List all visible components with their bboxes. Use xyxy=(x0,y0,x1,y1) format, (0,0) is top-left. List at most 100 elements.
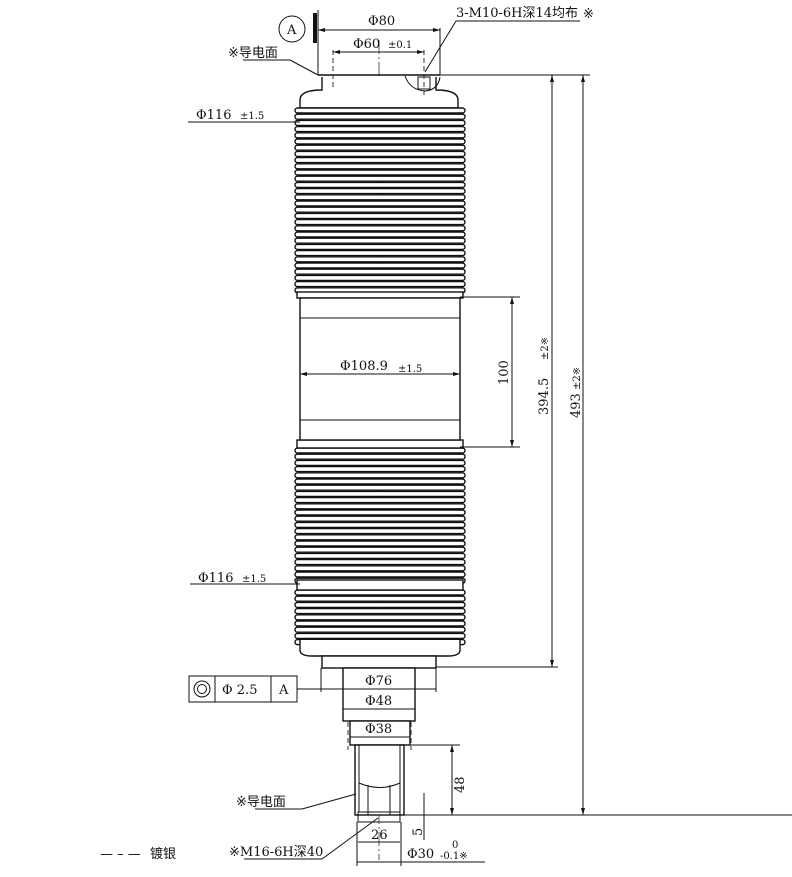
dim-length-48: 48 xyxy=(453,776,468,793)
shed-rib xyxy=(294,503,466,510)
shed-rib xyxy=(294,484,466,491)
dim-d30-upper-tolerance: 0 xyxy=(452,840,458,851)
bottom-cap xyxy=(299,640,461,657)
shed-rib xyxy=(294,478,466,485)
shed-rib xyxy=(294,212,466,220)
coaxiality-frame: Φ 2.5 A xyxy=(188,668,437,703)
shed-rib xyxy=(294,132,466,139)
shed-rib xyxy=(294,169,466,176)
insulator-sheds xyxy=(294,107,466,646)
shed-rib xyxy=(294,589,466,596)
legend-label: 镀银 xyxy=(150,846,176,862)
top-terminal xyxy=(299,74,459,109)
shed-rib xyxy=(294,534,466,541)
top-thread-note: 3-M10-6H深14均布 xyxy=(456,6,578,21)
shed-rib xyxy=(294,175,466,182)
top-dimensions: A Φ80 Φ60 ±0.1 3-M10-6H深14均布 ※ ※导电面 xyxy=(228,6,594,95)
shed-rib xyxy=(294,509,466,516)
shed-rib xyxy=(294,607,466,615)
dim-d30: Φ30 xyxy=(407,847,434,862)
shed-rib xyxy=(294,571,466,578)
dim-width-26: 26 xyxy=(371,828,388,843)
shed-rib xyxy=(294,521,466,529)
shed-rib xyxy=(294,274,466,282)
dim-d48: Φ48 xyxy=(365,694,392,709)
dim-d60: Φ60 xyxy=(353,37,380,52)
shed-rib xyxy=(294,447,466,454)
dim-length-394-5-tolerance: ±2※ xyxy=(540,337,551,360)
shed-rib xyxy=(294,249,466,257)
datum-label: A xyxy=(286,23,297,38)
coaxiality-value: Φ 2.5 xyxy=(222,683,257,698)
body-dimensions: Φ116 ±1.5 Φ108.9 ±1.5 Φ116 ±1.5 100 394.… xyxy=(188,74,590,815)
shed-rib xyxy=(294,206,466,213)
shed-rib xyxy=(294,144,466,151)
shed-rib xyxy=(294,527,466,535)
concentricity-icon xyxy=(193,680,211,698)
dim-d108: Φ108.9 xyxy=(340,359,388,374)
shed-rib xyxy=(294,200,466,207)
legend: — – — 镀银 xyxy=(100,846,176,862)
shed-rib xyxy=(294,150,466,158)
shed-rib xyxy=(294,540,466,547)
dim-d30-lower-tolerance: -0.1※ xyxy=(440,851,468,862)
moving-stem xyxy=(321,655,437,823)
dim-d116-top: Φ116 xyxy=(196,108,231,123)
dim-d76: Φ76 xyxy=(365,674,392,689)
shed-rib xyxy=(294,280,466,288)
dim-length-100: 100 xyxy=(497,360,512,385)
shed-rib xyxy=(294,515,466,522)
shed-rib xyxy=(294,163,466,170)
dim-d60-tolerance: ±0.1 xyxy=(388,40,412,51)
shed-rib xyxy=(294,119,466,127)
shed-rib xyxy=(294,107,466,114)
dim-d80: Φ80 xyxy=(368,14,395,29)
shed-rib xyxy=(294,243,466,251)
dim-length-5: 5 xyxy=(411,828,426,836)
top-thread-mark: ※ xyxy=(583,7,594,22)
shed-rib xyxy=(294,626,466,633)
shed-rib xyxy=(294,558,466,566)
shed-rib xyxy=(294,496,466,504)
shed-rib xyxy=(294,231,466,238)
shed-rib xyxy=(294,546,466,553)
shed-rib xyxy=(294,490,466,498)
shed-rib xyxy=(294,465,466,473)
shed-rib xyxy=(294,601,466,609)
shed-rib xyxy=(294,156,466,164)
shed-rib xyxy=(294,262,466,269)
shed-rib xyxy=(294,552,466,560)
shed-rib xyxy=(294,218,466,226)
shed-rib xyxy=(294,459,466,467)
middle-shield-section xyxy=(299,297,461,441)
dim-length-394-5: 394.5 xyxy=(537,378,552,415)
dim-d38: Φ38 xyxy=(365,722,392,737)
datum-a-marker xyxy=(278,15,306,43)
seal-band xyxy=(296,439,464,449)
shed-rib xyxy=(294,614,466,621)
legend-line-sample: — – — xyxy=(100,847,141,862)
dim-d116-bottom: Φ116 xyxy=(198,571,233,586)
shed-rib xyxy=(294,237,466,244)
shed-rib xyxy=(294,453,466,460)
shed-rib xyxy=(294,225,466,232)
shed-rib xyxy=(294,620,466,627)
shed-rib xyxy=(294,138,466,145)
dim-length-493-tolerance: ±2※ xyxy=(572,367,583,390)
top-conductive-face-label: ※导电面 xyxy=(228,46,278,61)
bottom-conductive-face-label: ※导电面 xyxy=(236,795,286,810)
seal-band xyxy=(296,291,464,299)
seal-band xyxy=(296,579,464,591)
shed-rib xyxy=(294,194,466,201)
shed-rib xyxy=(294,125,466,133)
shed-rib xyxy=(294,565,466,572)
shed-rib xyxy=(294,268,466,275)
dim-d116-bottom-tolerance: ±1.5 xyxy=(242,574,266,585)
shed-rib xyxy=(294,256,466,263)
bottom-dimensions: Φ 2.5 A Φ76 Φ48 Φ38 48 5 26 Φ30 0 -0.1※ … xyxy=(188,668,792,866)
dim-length-493: 493 xyxy=(569,393,584,418)
shed-rib xyxy=(294,472,466,479)
shed-rib xyxy=(294,632,466,640)
dim-d116-top-tolerance: ±1.5 xyxy=(240,111,264,122)
